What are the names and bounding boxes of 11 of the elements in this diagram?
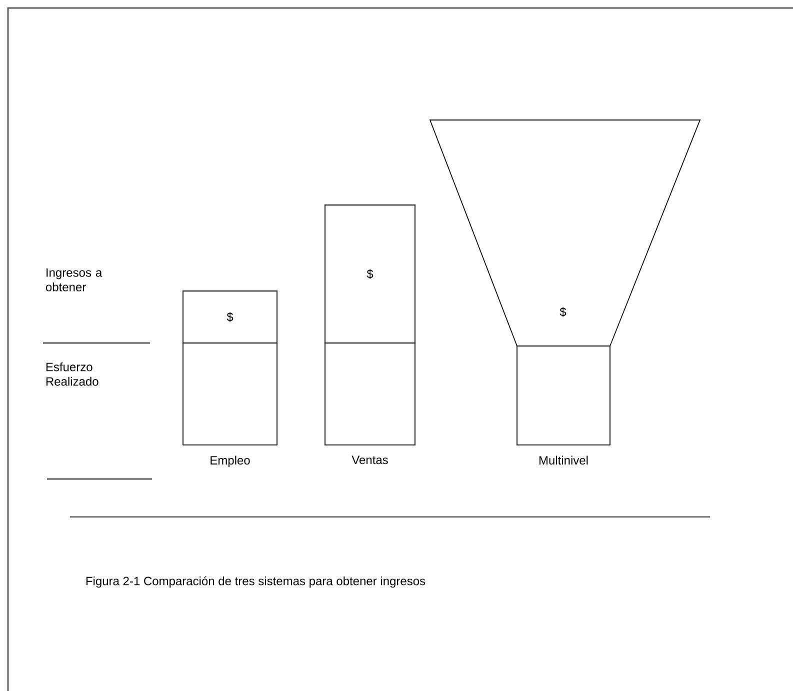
column-label: Ventas	[352, 456, 388, 464]
effort-box	[516, 346, 610, 446]
effort-box	[182, 342, 278, 446]
income-box: $	[324, 204, 416, 344]
caption: Figura 2-1 Comparación de tres sistemas para obtener ingresos	[86, 576, 426, 588]
effort-box	[324, 342, 416, 446]
axis-label: Esfuerzo Realizado	[46, 362, 98, 386]
income-box: $	[182, 290, 278, 344]
axis-label: Ingresos a obtener	[46, 268, 102, 292]
column-label: Multinivel	[539, 456, 588, 465]
column-label: Empleo	[210, 456, 250, 467]
